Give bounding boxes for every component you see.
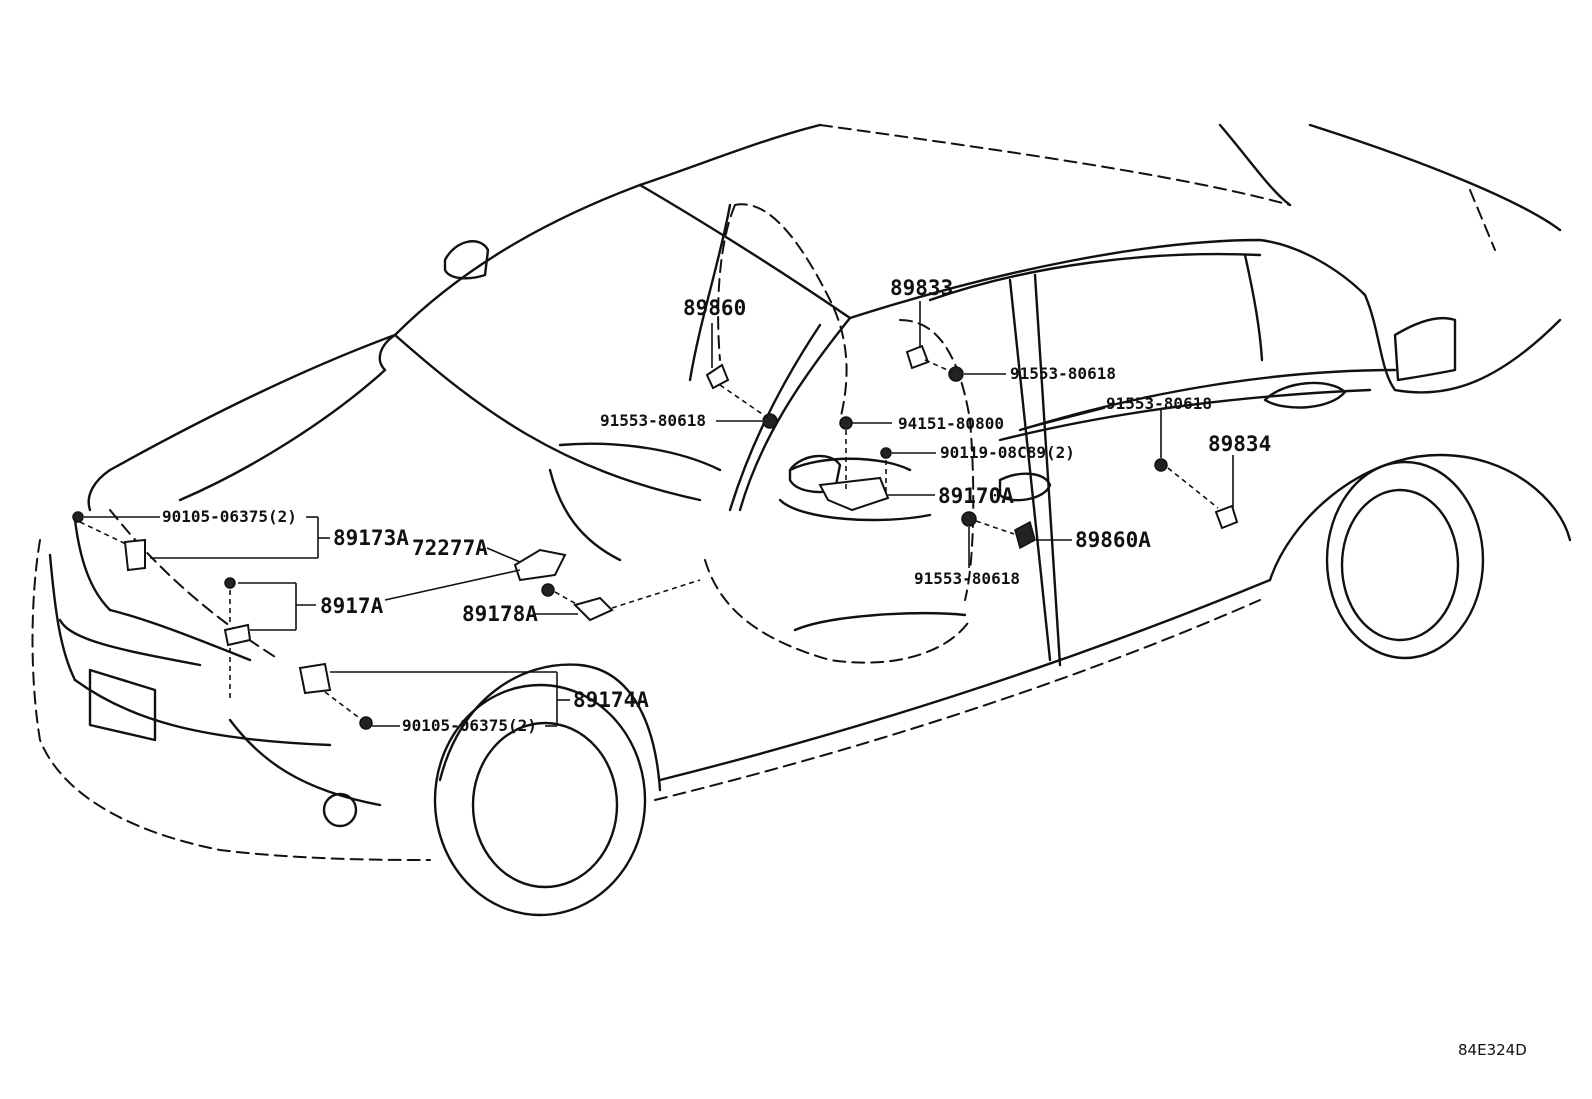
sensor-89834 <box>1214 504 1239 530</box>
nut-94151 <box>839 416 853 430</box>
label-89170A: 89170A <box>938 484 1014 508</box>
sensor-89833 <box>905 344 930 370</box>
car-body-outline <box>31 123 1572 917</box>
bolt-8917A <box>224 577 236 589</box>
bolt-91553-d <box>1154 458 1168 472</box>
label-8917A: 8917A <box>320 594 384 618</box>
bolt-90105-b <box>359 716 373 730</box>
connector-89178A <box>573 596 614 622</box>
sensor-89860A <box>1014 520 1036 550</box>
label-89174A: 89174A <box>573 688 649 712</box>
label-90119-08c89: 90119-08C89(2) <box>940 443 1075 462</box>
label-89173A: 89173A <box>333 526 409 550</box>
bolt-90105-a <box>72 511 84 523</box>
bolt-90119 <box>880 447 892 459</box>
label-72277A: 72277A <box>412 536 488 560</box>
sensor-89173A <box>123 538 146 572</box>
leader-lines <box>79 301 1234 727</box>
bolt-89178A <box>541 583 555 597</box>
bracket-8917A <box>223 623 252 647</box>
label-90105-06375-b: 90105-06375(2) <box>402 716 537 735</box>
label-89860A: 89860A <box>1075 528 1151 552</box>
label-89860: 89860 <box>683 296 747 320</box>
label-91553-80618-c: 91553-80618 <box>914 569 1020 588</box>
label-89833: 89833 <box>890 276 954 300</box>
sensor-89174A <box>298 662 332 695</box>
sensor-89860 <box>705 363 730 390</box>
bolt-91553-c <box>961 511 977 527</box>
label-89178A: 89178A <box>462 602 538 626</box>
parts <box>72 344 1239 730</box>
label-90105-06375-a: 90105-06375(2) <box>162 507 297 526</box>
label-91553-80618-d: 91553-80618 <box>1106 394 1212 413</box>
label-91553-80618-a: 91553-80618 <box>600 411 706 430</box>
bracket-72277A <box>513 548 567 582</box>
label-94151-80800: 94151-80800 <box>898 414 1004 433</box>
airbag-ecu-89170A <box>818 476 890 512</box>
bolt-91553-b <box>948 366 964 382</box>
diagram-id: 84E324D <box>1458 1041 1527 1059</box>
label-89834: 89834 <box>1208 432 1272 456</box>
label-91553-80618-b: 91553-80618 <box>1010 364 1116 383</box>
